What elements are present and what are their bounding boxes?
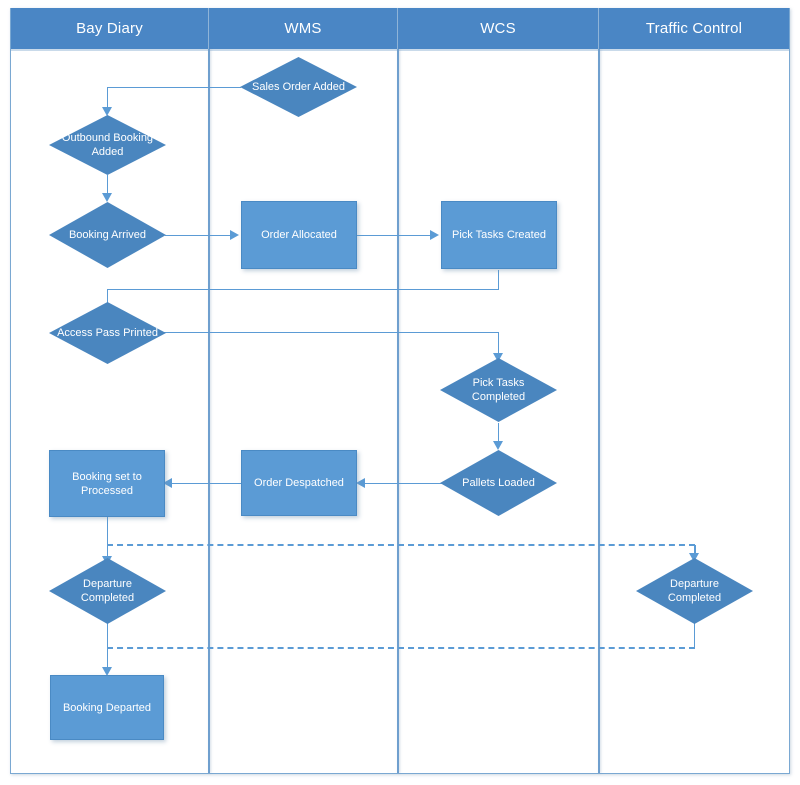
edge-pallets-to-despatched-h (362, 483, 442, 484)
lane-header-label: WCS (480, 20, 516, 37)
edge-processed-to-departure-tc-arrow (689, 553, 699, 562)
node-booking-set-to-processed[interactable]: Booking set to Processed (49, 450, 165, 517)
lane-divider-2 (397, 49, 399, 773)
node-booking-arrived[interactable]: Booking Arrived (49, 202, 166, 268)
node-departure-completed-bay-diary[interactable]: Departure Completed (49, 558, 166, 624)
node-label: Pallets Loaded (462, 477, 535, 489)
node-label: Pick Tasks Created (452, 229, 546, 241)
edge-despatched-to-processed-h (169, 483, 242, 484)
edge-processed-to-departure-dashed-h (107, 544, 695, 546)
node-sales-order-added[interactable]: Sales Order Added (240, 57, 357, 117)
lane-header-wms[interactable]: WMS (209, 8, 398, 49)
edge-processed-split-v (107, 517, 108, 545)
node-label: Booking set to Processed (72, 470, 142, 497)
edge-departure-tc-to-booking-departed-v2 (107, 648, 108, 672)
lane-header-label: Traffic Control (645, 20, 743, 37)
node-label: Access Pass Printed (57, 327, 158, 339)
edge-despatched-to-processed-arrow (163, 478, 172, 488)
edge-allocated-to-picktasks-arrow (430, 230, 439, 240)
node-order-despatched[interactable]: Order Despatched (241, 450, 357, 516)
lane-header-wcs[interactable]: WCS (398, 8, 599, 49)
lane-header-traffic-control[interactable]: Traffic Control (599, 8, 789, 49)
lane-header-label: Bay Diary (76, 20, 143, 37)
node-label: Outbound Booking Added (61, 132, 154, 158)
edge-processed-to-departure-bd-v (107, 545, 108, 559)
edge-accesspass-to-completed-arrow (493, 353, 503, 362)
edge-departure-tc-to-booking-departed-arrow (102, 667, 112, 676)
node-departure-completed-traffic-control[interactable]: Departure Completed (636, 558, 753, 624)
lane-header-bay-diary[interactable]: Bay Diary (11, 8, 209, 49)
edge-arrived-to-allocated-h (165, 235, 233, 236)
edge-departure-tc-to-booking-departed-dashed-h (107, 647, 695, 649)
node-label: Sales Order Added (252, 81, 345, 93)
node-outbound-booking-added[interactable]: Outbound Booking Added (49, 115, 166, 175)
edge-outbound-to-arrived-arrow (102, 193, 112, 202)
edge-picktasks-to-accesspass-v2 (107, 289, 108, 309)
node-access-pass-printed[interactable]: Access Pass Printed (49, 302, 166, 364)
node-label: Booking Departed (62, 701, 152, 714)
node-label: Departure Completed (80, 578, 135, 604)
edge-sales-order-to-outbound-h (107, 87, 241, 88)
edge-sales-order-to-outbound-arrow (102, 107, 112, 116)
edge-completed-to-pallets-arrow (493, 441, 503, 450)
node-label: Pick Tasks Completed (471, 377, 526, 403)
edge-allocated-to-picktasks-h (356, 235, 433, 236)
edge-picktasks-to-accesspass-v1 (498, 270, 499, 289)
edge-processed-to-departure-tc-v (694, 545, 696, 555)
edge-arrived-to-allocated-arrow (230, 230, 239, 240)
lane-header-label: WMS (284, 20, 322, 37)
edge-pallets-to-despatched-arrow (356, 478, 365, 488)
node-label: Departure Completed (667, 578, 722, 604)
edge-sales-order-to-outbound-v (107, 87, 108, 109)
node-booking-departed[interactable]: Booking Departed (50, 675, 164, 740)
edge-accesspass-to-completed-h (157, 332, 499, 333)
node-label: Booking Arrived (68, 229, 147, 241)
node-label: Order Despatched (254, 477, 344, 489)
node-order-allocated[interactable]: Order Allocated (241, 201, 357, 269)
edge-completed-to-pallets-v (498, 423, 499, 443)
node-pick-tasks-created[interactable]: Pick Tasks Created (441, 201, 557, 269)
lane-divider-1 (208, 49, 210, 773)
node-pallets-loaded[interactable]: Pallets Loaded (440, 450, 557, 516)
edge-departure-bd-down-v (107, 623, 108, 649)
lane-header-rule (11, 49, 789, 51)
edge-accesspass-to-completed-v (498, 332, 499, 361)
edge-picktasks-to-accesspass-h (107, 289, 499, 290)
lane-divider-3 (598, 49, 600, 773)
edge-outbound-to-arrived-v (107, 175, 108, 195)
edge-departure-tc-to-booking-departed-v1 (694, 623, 695, 648)
node-label: Order Allocated (261, 229, 337, 241)
node-pick-tasks-completed[interactable]: Pick Tasks Completed (440, 358, 557, 422)
